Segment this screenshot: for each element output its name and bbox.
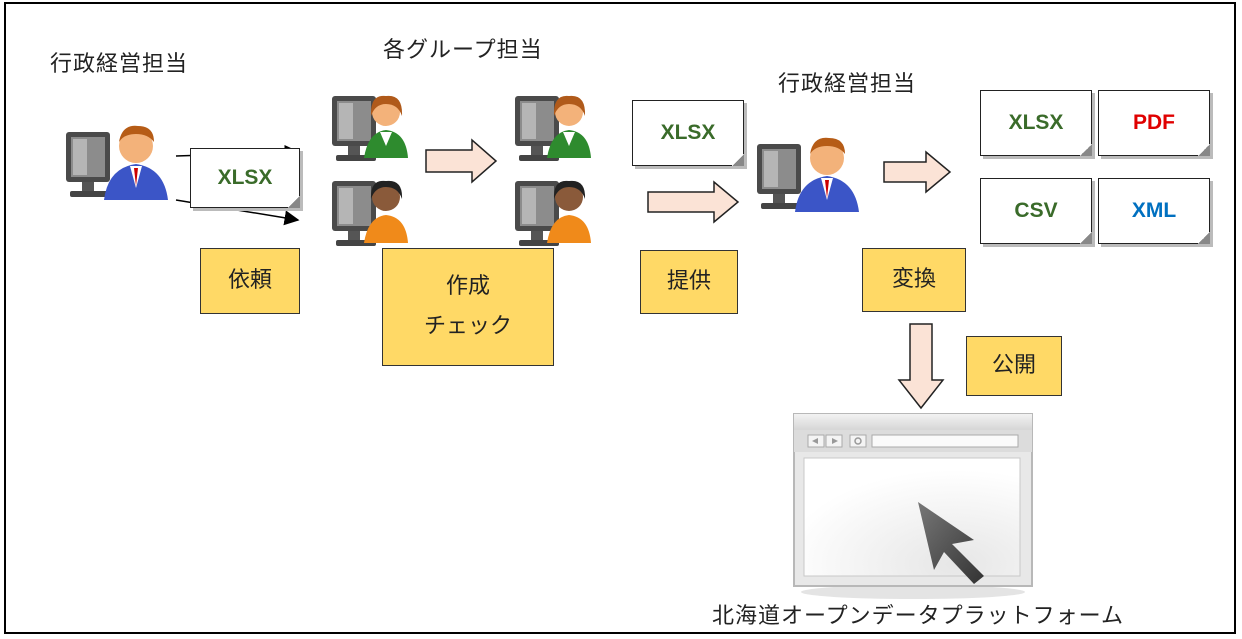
group-member-2-icon <box>332 180 408 246</box>
browser-window-icon <box>793 413 1033 599</box>
request-xlsx-text: XLSX <box>217 166 273 189</box>
admin-right-label: 行政経営担当 <box>778 72 917 97</box>
step-provide-label: 提供 <box>640 250 738 314</box>
provided-xlsx-doc: XLSX <box>632 100 744 166</box>
create-flow-arrow <box>425 138 498 184</box>
group-member-1-icon <box>332 95 408 161</box>
step-create-check-label: 作成 チェック <box>382 248 554 366</box>
step-publish-label: 公開 <box>966 336 1062 396</box>
request-xlsx-doc: XLSX <box>190 148 300 208</box>
step-convert-text: 変換 <box>891 267 936 292</box>
output-xlsx-doc: XLSX <box>980 90 1092 156</box>
output-pdf-doc: PDF <box>1098 90 1210 156</box>
group-member-4-icon <box>515 180 591 246</box>
step-check-text: チェック <box>423 314 512 339</box>
publish-flow-arrow <box>897 323 945 410</box>
output-csv-text: CSV <box>1014 199 1058 222</box>
groups-label: 各グループ担当 <box>383 38 543 63</box>
step-publish-text: 公開 <box>991 353 1036 378</box>
diagram-border <box>4 2 1236 634</box>
output-xlsx-text: XLSX <box>1008 111 1064 134</box>
convert-flow-arrow <box>883 150 952 194</box>
step-request-text: 依頼 <box>227 268 272 293</box>
admin-left-label: 行政経営担当 <box>50 52 189 77</box>
step-provide-text: 提供 <box>666 269 711 294</box>
output-pdf-text: PDF <box>1133 111 1175 134</box>
step-create-text: 作成 <box>445 274 490 299</box>
provide-flow-arrow <box>647 180 740 224</box>
group-member-3-icon <box>515 95 591 161</box>
platform-label: 北海道オープンデータプラットフォーム <box>712 604 1125 629</box>
admin-right-person-icon <box>757 137 859 212</box>
provided-xlsx-text: XLSX <box>660 121 716 144</box>
output-xml-doc: XML <box>1098 178 1210 244</box>
admin-left-person-icon <box>66 125 168 200</box>
output-xml-text: XML <box>1131 199 1177 222</box>
output-csv-doc: CSV <box>980 178 1092 244</box>
step-convert-label: 変換 <box>862 248 966 312</box>
step-request-label: 依頼 <box>200 248 300 314</box>
